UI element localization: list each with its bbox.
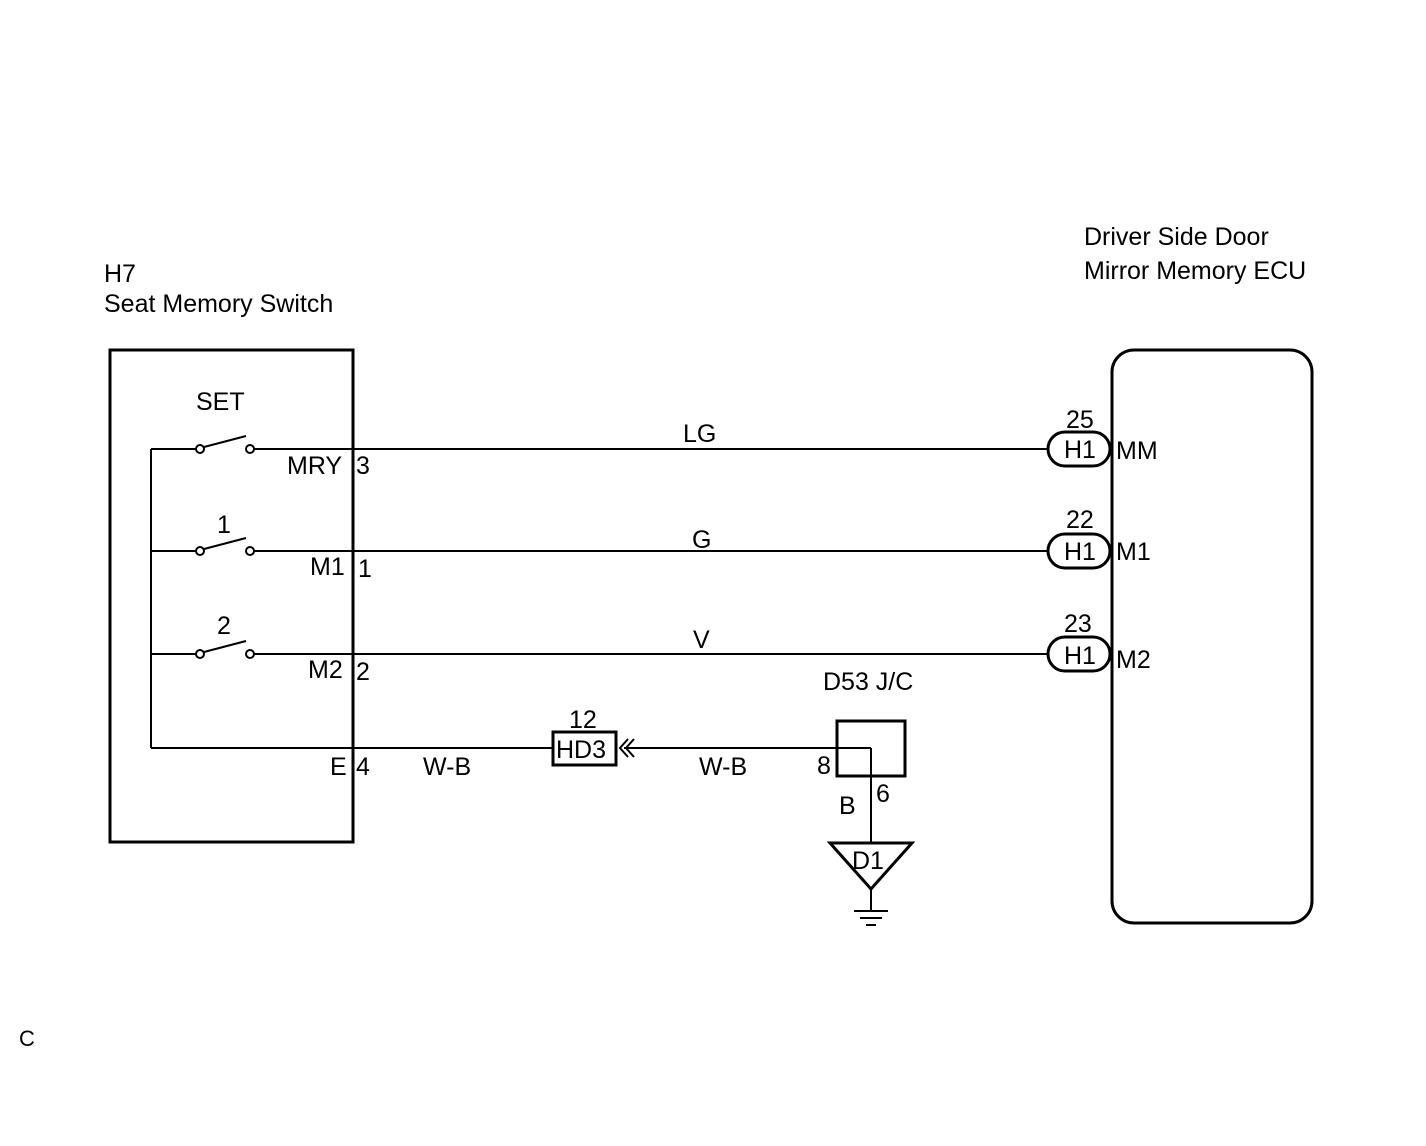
switch-2-contact-left <box>195 649 205 659</box>
h7-term-e: E <box>330 753 347 781</box>
switch-set-blade <box>203 435 247 448</box>
switch-set-label: SET <box>196 388 245 416</box>
h7-pin-m2: 2 <box>356 658 370 686</box>
ecu-m1-term: M1 <box>1116 538 1151 566</box>
ecu-m1-connector <box>1046 532 1112 570</box>
h7-term-m1: M1 <box>310 553 345 581</box>
ecu-m1-conn: H1 <box>1064 538 1096 566</box>
ecu-m1-pin: 22 <box>1066 506 1094 534</box>
junction-pin-in: 8 <box>817 752 831 780</box>
junction-label: D53 J/C <box>823 668 913 696</box>
wire-b-label: B <box>839 792 856 820</box>
ground-point-triangle <box>826 841 916 892</box>
wire-wb-left-label: W-B <box>423 753 471 781</box>
switch-2-blade <box>203 640 247 653</box>
ecu-m2-connector <box>1046 635 1112 673</box>
corner-mark: C <box>19 1026 35 1051</box>
ecu-mm-connector <box>1046 430 1112 468</box>
switch-2-contact-right <box>245 649 255 659</box>
h7-pin-e: 4 <box>356 753 370 781</box>
ecu-mm-conn: H1 <box>1064 436 1096 464</box>
switch-1-blade <box>203 537 247 550</box>
h7-term-mry: MRY <box>287 452 342 480</box>
wire-wb-right-label: W-B <box>699 753 747 781</box>
h7-name: Seat Memory Switch <box>104 290 333 318</box>
ecu-m2-conn: H1 <box>1064 642 1096 670</box>
h7-switch-box <box>108 348 355 844</box>
ground-label: D1 <box>852 847 884 875</box>
ecu-mm-term: MM <box>1116 437 1158 465</box>
switch-2-label: 2 <box>217 612 231 640</box>
ecu-m2-pin: 23 <box>1064 610 1092 638</box>
h7-pin-mry: 3 <box>356 452 370 480</box>
h7-pin-m1: 1 <box>358 555 372 583</box>
junction-pin-out: 6 <box>876 780 890 808</box>
hd3-pin: 12 <box>569 706 597 734</box>
switch-set-contact-left <box>195 444 205 454</box>
ecu-name-line2: Mirror Memory ECU <box>1084 257 1306 285</box>
wire-v-label: V <box>693 626 710 654</box>
ecu-mm-pin: 25 <box>1066 406 1094 434</box>
hd3-chevron-icon <box>618 738 629 758</box>
h7-term-m2: M2 <box>308 656 343 684</box>
ecu-m2-term: M2 <box>1116 646 1151 674</box>
ecu-name-line1: Driver Side Door <box>1084 223 1269 251</box>
ecu-box <box>1110 348 1314 925</box>
switch-set-contact-right <box>245 444 255 454</box>
hd3-connector <box>551 730 618 767</box>
wire-lg-label: LG <box>683 420 716 448</box>
switch-1-label: 1 <box>217 511 231 539</box>
wire-g-label: G <box>692 526 711 554</box>
switch-1-contact-right <box>245 546 255 556</box>
hd3-label: HD3 <box>556 736 606 764</box>
h7-code: H7 <box>104 260 136 288</box>
switch-1-contact-left <box>195 546 205 556</box>
